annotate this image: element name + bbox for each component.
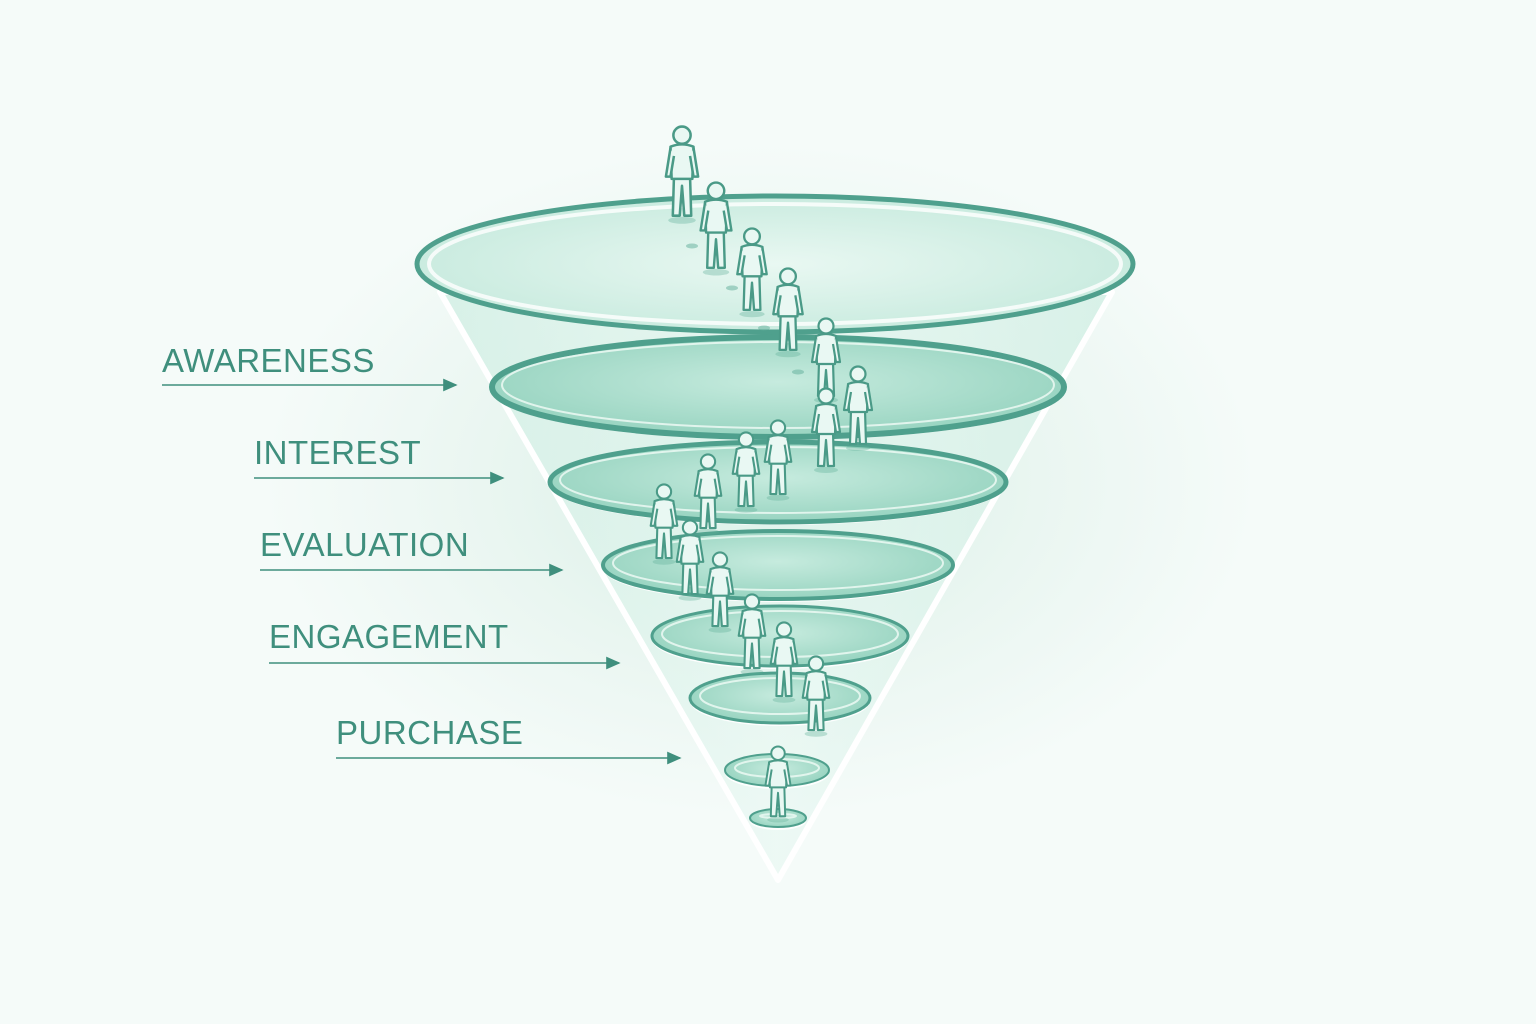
disc-awareness (489, 334, 1067, 440)
people-group (649, 125, 874, 823)
person-figure-icon (736, 227, 768, 318)
stage-label-evaluation: EVALUATION (260, 526, 469, 563)
stage-labels: AWARENESS INTEREST EVALUATION ENGAGEMENT PUR… (162, 342, 682, 765)
disc-evaluation (601, 529, 955, 602)
person-figure-icon (810, 387, 842, 473)
footprint-dot (686, 243, 698, 249)
person-figure-icon (705, 551, 735, 633)
stage-label-engagement: ENGAGEMENT (269, 618, 509, 655)
stage-label-awareness: AWARENESS (162, 342, 375, 379)
funnel-top-rim (414, 193, 1136, 335)
footprint-dot (792, 369, 804, 375)
person-figure-icon (772, 267, 804, 358)
person-figure-icon (764, 745, 792, 823)
person-figure-icon (763, 419, 793, 501)
stage-label-purchase: PURCHASE (336, 714, 523, 751)
person-figure-icon (675, 519, 705, 601)
person-figure-icon (737, 593, 767, 675)
disc-bottom (749, 808, 807, 830)
person-figure-icon (842, 365, 874, 451)
person-figure-icon (699, 181, 733, 276)
person-figure-icon (801, 655, 831, 737)
person-figure-icon (664, 125, 700, 224)
stage-label-interest: INTEREST (254, 434, 421, 471)
footprint-dot (726, 285, 738, 291)
person-figure-icon (693, 453, 723, 535)
person-figure-icon (731, 431, 761, 513)
person-figure-icon (769, 621, 799, 703)
person-figure-icon (649, 483, 679, 565)
footprint-dot (758, 325, 770, 331)
